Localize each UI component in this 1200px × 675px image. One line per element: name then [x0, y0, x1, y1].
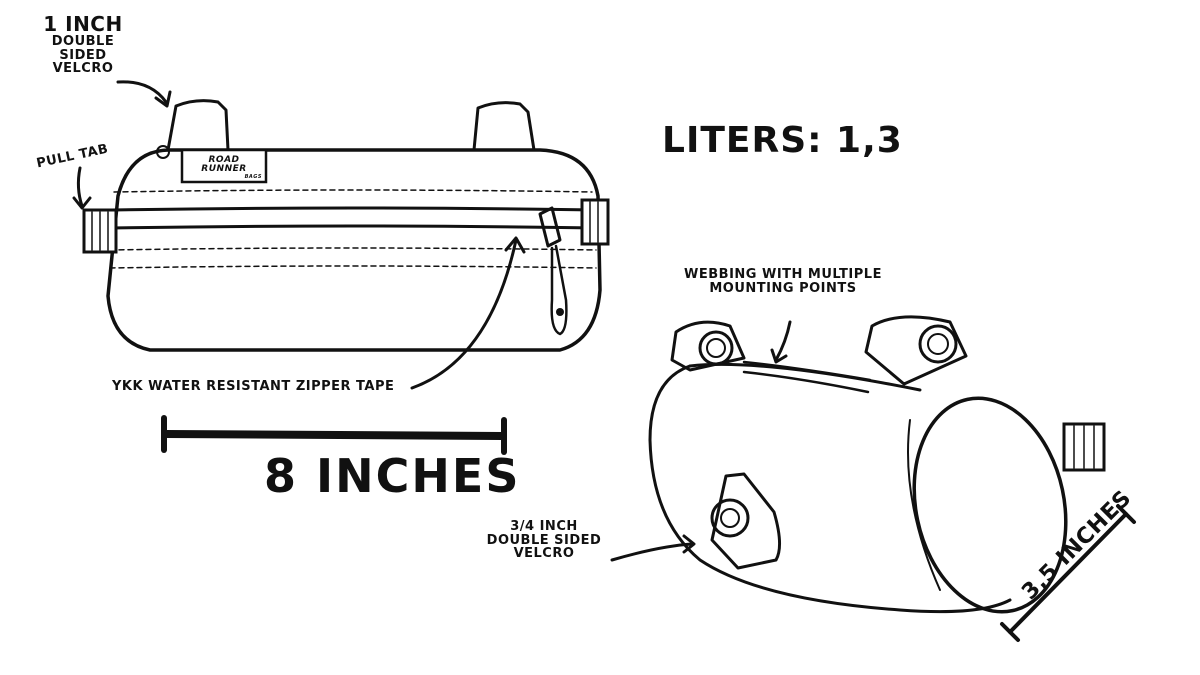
label-width: 8 inches [264, 449, 521, 503]
label-velcro-34-line3: velcro [513, 546, 575, 562]
dim-line-width [162, 430, 506, 440]
label-webbing-line2: mounting points [709, 280, 857, 296]
iso-strap-2-roll [918, 324, 958, 364]
dim-cap-top [1116, 504, 1136, 524]
iso-bag-end-cap [912, 396, 1068, 614]
stitch-line-2 [109, 247, 597, 251]
arrowhead-pull-tab [72, 196, 92, 210]
label-liters: Liters: 1,3 [662, 120, 903, 161]
stitch-line-3 [109, 265, 597, 269]
zipper-pull-hole [556, 308, 564, 316]
label-zipper: YKK water resistant zipper tape [112, 379, 395, 394]
iso-webbing-2 [742, 370, 870, 394]
label-velcro-1-line3: velcro [52, 61, 114, 77]
arrowhead-velcro-1 [154, 90, 172, 108]
top-strap-left [166, 99, 230, 152]
top-loop [156, 145, 170, 159]
arrowhead-velcro-34 [682, 534, 696, 554]
iso-bag-outline [648, 364, 1012, 614]
stitch-line-1 [113, 189, 593, 193]
brand-name: ROAD RUNNER [201, 155, 247, 175]
label-velcro-34-line1: 3/4 inch [510, 519, 578, 534]
zipper-slider [538, 206, 562, 248]
iso-strap-1-roll [698, 330, 734, 366]
label-webbing: Webbing with multiple mounting points [668, 268, 898, 295]
brand-logo: ROAD RUNNER BAGS [186, 155, 262, 180]
iso-velcro-roll [710, 498, 750, 538]
arrow-pull-tab [76, 166, 84, 208]
arrow-zipper [410, 238, 518, 390]
top-strap-right [472, 101, 536, 152]
front-bag-drawing [82, 99, 610, 352]
annotation-arrows [72, 80, 1136, 642]
label-velcro-1-line2: double sided [51, 34, 115, 63]
zipper-pull [550, 244, 568, 336]
iso-bag-drawing [648, 315, 1106, 614]
dim-cap-bottom [1000, 622, 1020, 642]
label-webbing-line1: Webbing with multiple [684, 267, 882, 282]
iso-velcro-strap [710, 472, 781, 570]
iso-strap-1 [670, 320, 746, 372]
arrowhead-webbing [770, 348, 788, 364]
iso-seam [907, 419, 941, 591]
zipper-line-2 [108, 224, 598, 230]
label-velcro-1: 1 inch double sided velcro [28, 14, 138, 76]
dim-line-diameter [1008, 512, 1128, 634]
arrow-velcro-1 [116, 80, 168, 104]
label-velcro-1-line1: 1 inch [43, 12, 123, 36]
pull-tab-right [580, 198, 610, 246]
arrow-webbing [774, 320, 792, 362]
iso-strap-2 [864, 315, 968, 386]
label-velcro-34: 3/4 inch double sided velcro [484, 520, 604, 561]
brand-patch [180, 148, 268, 184]
arrow-velcro-34 [610, 542, 694, 562]
brand-sub: BAGS [244, 173, 262, 180]
zipper-line-1 [110, 206, 598, 212]
label-velcro-34-line2: double sided [486, 532, 602, 548]
arrowhead-zipper [504, 236, 526, 254]
iso-webbing [742, 360, 872, 382]
